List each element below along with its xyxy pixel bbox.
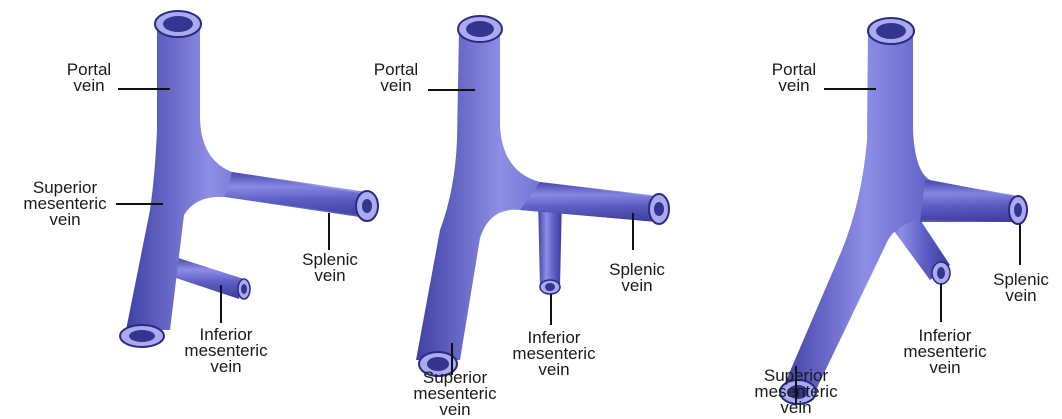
panel-1-splenic-vein-shape xyxy=(225,172,367,218)
panel-3-splenic-vein-shape xyxy=(920,180,1019,222)
panel-1-vein-diagram xyxy=(116,11,378,347)
panel-2-vein-diagram xyxy=(416,16,669,376)
panel-1-inferior-mesenteric-vein-shape xyxy=(170,256,244,299)
